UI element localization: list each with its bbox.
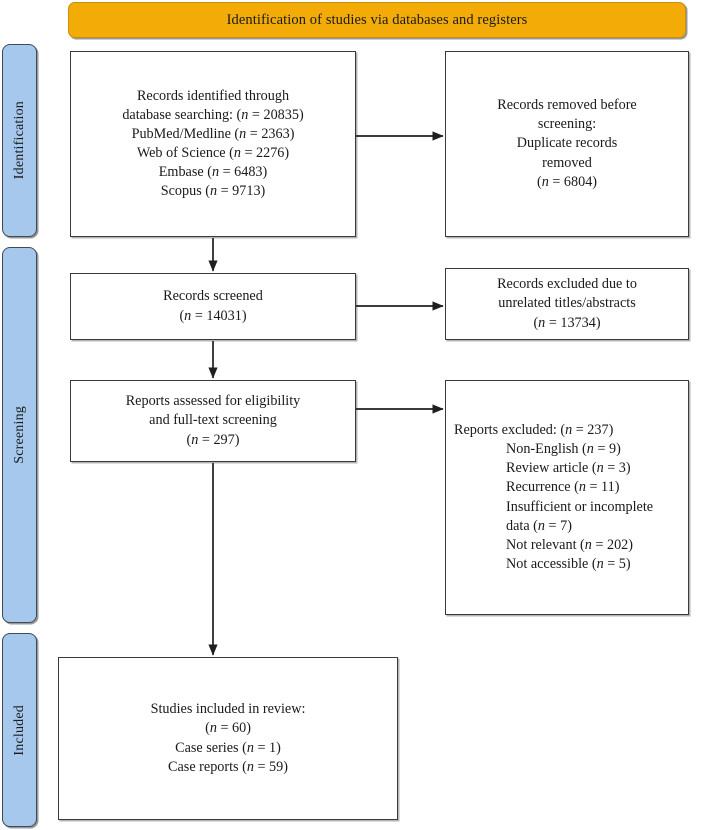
line: (n = 6804) [536, 173, 598, 190]
line: Reports assessed for eligibility [125, 393, 301, 410]
line: unrelated titles/abstracts [498, 295, 636, 312]
line: (n = 60) [205, 720, 251, 737]
box-records-screened: Records screened (n = 14031) [70, 273, 356, 340]
diagram-header-banner: Identification of studies via databases … [68, 2, 686, 38]
stage-label-identification: Identification [11, 101, 27, 180]
line: Embase (n = 6483) [158, 164, 268, 181]
line: (n = 13734) [533, 314, 601, 331]
box-reports-assessed-text: Reports assessed for eligibility and ful… [71, 392, 355, 449]
box-records-removed-text: Records removed before screening: Duplic… [446, 96, 688, 191]
line: removed [542, 154, 592, 171]
exclusion-reason: Review article (n = 3) [506, 460, 631, 477]
line: Duplicate records [516, 135, 618, 152]
stage-bar-included: Included [2, 633, 37, 827]
line: Records identified through [136, 87, 290, 104]
box-reports-assessed: Reports assessed for eligibility and ful… [70, 380, 356, 462]
line: database searching: (n = 20835) [122, 106, 304, 123]
box-reports-excluded: Reports excluded: (n = 237) Non-English … [445, 380, 689, 615]
line: (n = 14031) [179, 307, 247, 324]
line: Studies included in review: [150, 701, 306, 718]
box-reports-excluded-text: Reports excluded: (n = 237) Non-English … [446, 421, 688, 573]
reports-excluded-heading: Reports excluded: (n = 237) [454, 422, 614, 439]
box-records-excluded-titles-text: Records excluded due to unrelated titles… [446, 275, 688, 332]
stage-bar-identification: Identification [2, 44, 37, 237]
exclusion-reason: Insufficient or incomplete [506, 498, 654, 515]
line: Records removed before [497, 97, 637, 114]
box-records-removed: Records removed before screening: Duplic… [445, 51, 689, 237]
stage-bar-screening: Screening [2, 247, 37, 623]
stage-label-screening: Screening [11, 406, 27, 464]
box-records-screened-text: Records screened (n = 14031) [71, 287, 355, 325]
box-records-identified: Records identified through database sear… [70, 51, 356, 237]
exclusion-reason: Not relevant (n = 202) [506, 536, 633, 553]
line: PubMed/Medline (n = 2363) [131, 125, 295, 142]
line: Case series (n = 1) [175, 739, 281, 756]
line: and full-text screening [149, 412, 277, 429]
diagram-title: Identification of studies via databases … [226, 11, 528, 28]
line: (n = 297) [186, 431, 240, 448]
exclusion-reason: Not accessible (n = 5) [506, 555, 631, 572]
exclusion-reason: Recurrence (n = 11) [506, 479, 620, 496]
line: Web of Science (n = 2276) [136, 145, 290, 161]
line: Records excluded due to [497, 276, 637, 293]
line: Scopus (n = 9713) [160, 183, 266, 200]
line: Case reports (n = 59) [168, 758, 288, 775]
box-records-excluded-titles: Records excluded due to unrelated titles… [445, 268, 689, 340]
box-studies-included: Studies included in review: (n = 60) Cas… [58, 657, 398, 820]
exclusion-reason: data (n = 7) [506, 517, 572, 534]
exclusion-reason: Non-English (n = 9) [506, 441, 621, 458]
box-studies-included-text: Studies included in review: (n = 60) Cas… [59, 700, 397, 776]
stage-label-included: Included [11, 704, 27, 756]
box-records-identified-text: Records identified through database sear… [71, 87, 355, 201]
line: Records screened [163, 288, 263, 305]
line: screening: [537, 116, 597, 133]
